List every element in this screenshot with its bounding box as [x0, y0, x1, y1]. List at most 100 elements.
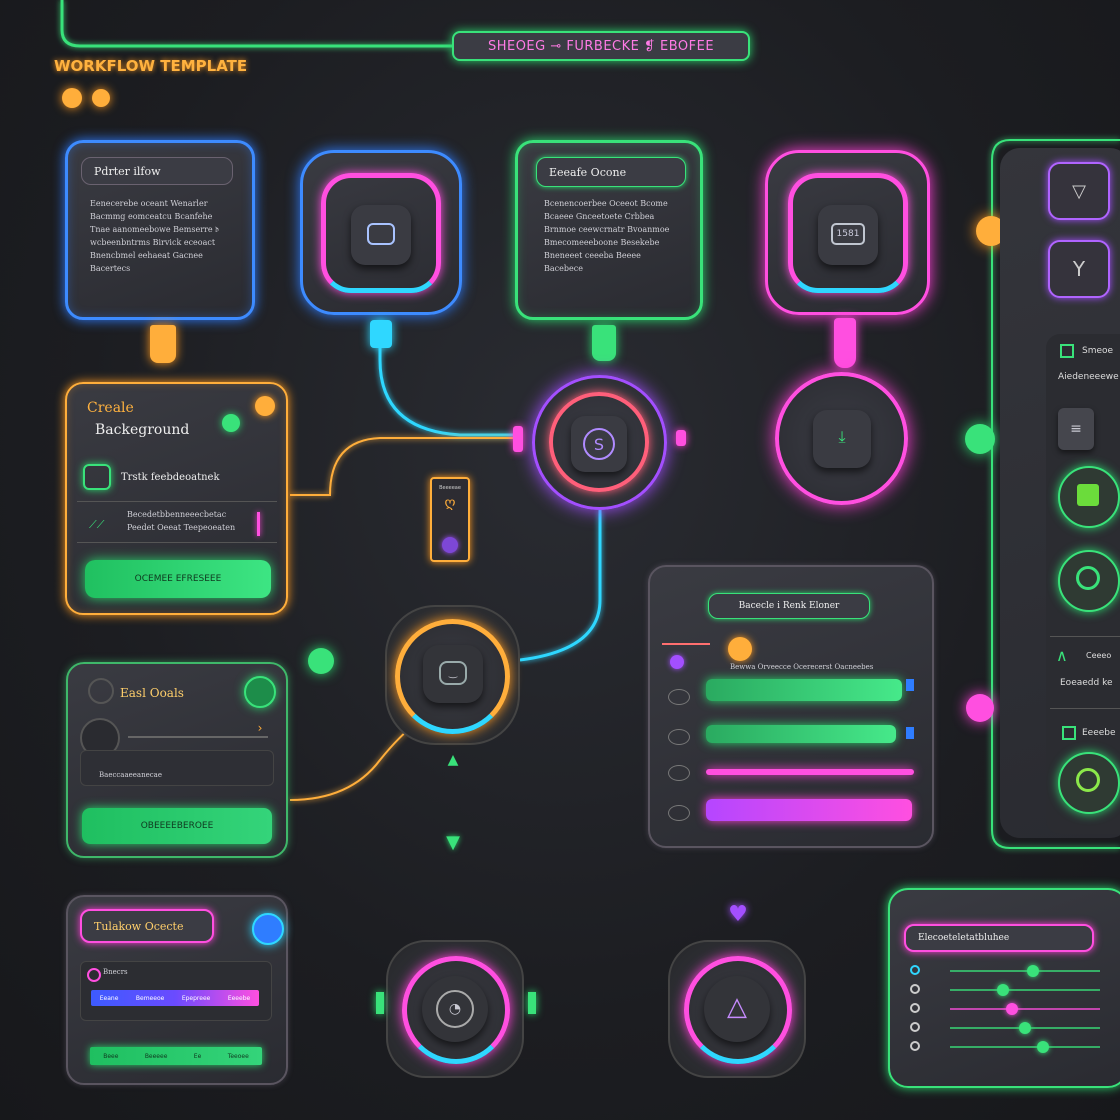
node-pink-circle[interactable]: ⤓ [775, 372, 908, 505]
chat-icon: ‿ [439, 661, 467, 685]
wand-icon: ⟋⟋ [89, 518, 105, 531]
node-pink-circle-button[interactable] [813, 410, 871, 468]
card-workflow-bottom[interactable]: Tulakow Ocecte Bnecrs Eeane Bemeeoe Epep… [66, 895, 288, 1085]
node-blue-button[interactable] [351, 205, 411, 265]
orange-connector-handle-2[interactable] [92, 89, 110, 107]
node-bottom-right-button[interactable] [704, 976, 770, 1042]
right-check-icon-2 [1062, 726, 1076, 740]
filter-button-2[interactable]: Y [1048, 240, 1110, 298]
row3-green-bar[interactable] [706, 725, 896, 743]
right-green-button-3[interactable] [1058, 752, 1120, 814]
card-blue-line: Bnencbmel eehaeat Gacnee [90, 251, 203, 260]
right-label-2: Aiedeneeewe [1058, 372, 1119, 382]
slider-knob[interactable] [1019, 1022, 1031, 1034]
green-row-cell: Beee [103, 1052, 119, 1060]
green-connector-left[interactable] [308, 648, 334, 674]
row2-handle[interactable] [668, 689, 690, 705]
blue-row-cell: Epepreee [181, 994, 211, 1002]
green-status-icon[interactable] [244, 676, 276, 708]
card-workflow-green[interactable]: Eeeafe Ocone Bcenencoerbee Oceeot Bcome … [515, 140, 703, 320]
card-blue-body: Eenecerebe oceant Wenarler Bacmmg eomcea… [90, 197, 240, 275]
node-pink-button[interactable] [818, 205, 878, 265]
slider-track[interactable] [950, 989, 1100, 991]
mini-card[interactable]: Beeeeae ღ [430, 477, 470, 562]
slider-track[interactable] [950, 970, 1100, 972]
card-sliders[interactable]: Elecoeteletatbluhee [888, 888, 1120, 1088]
slider-icon [910, 965, 920, 975]
node-blue-square[interactable] [300, 150, 462, 315]
node-pink-square[interactable]: 1581 [765, 150, 930, 315]
rank-header: Bacecle i Renk Eloner [708, 593, 870, 619]
node-bottom-right[interactable]: △ [668, 940, 806, 1078]
settings-dot-icon[interactable] [255, 396, 275, 416]
blue-row-cell: Bemeeoe [135, 994, 165, 1002]
panel-rank-eloner[interactable]: Bacecle i Renk Eloner Bewwa Orveecce Oce… [648, 565, 934, 848]
slider-icon [910, 1022, 920, 1032]
chevron-up-icon: ∧ [1056, 646, 1068, 665]
green-square-icon [1077, 484, 1099, 506]
create-button[interactable]: OCEMEE EFRESEEE [85, 560, 271, 598]
node-center-circle[interactable]: S [532, 375, 667, 510]
create-button-label: OCEMEE EFRESEEE [134, 574, 222, 584]
circle-icon [88, 678, 114, 704]
pink-connector-left[interactable] [513, 426, 523, 452]
square-icon [367, 223, 395, 245]
workflow-title-text: Tulakow Ocecte [94, 919, 184, 933]
node-orange-ring [395, 619, 510, 734]
card-create-background[interactable]: Creale Backeground Trstk feebdeoatnek ⟋⟋… [65, 382, 288, 615]
checkbox-green[interactable] [83, 464, 111, 490]
right-divider-2 [1050, 708, 1120, 709]
row4-handle[interactable] [668, 765, 690, 781]
card-easl-goals[interactable]: Easl Ooals › Baeccaaeeanecae OBEEEEBEROE… [66, 662, 288, 858]
pink-connector-right[interactable] [676, 430, 686, 446]
slider-knob[interactable] [1026, 965, 1039, 977]
slider-track[interactable] [950, 1046, 1100, 1048]
slider-knob[interactable] [996, 984, 1009, 996]
right-green-button-2[interactable] [1058, 550, 1120, 612]
right-green-button-1[interactable] [1058, 466, 1120, 528]
easl-slider-track[interactable] [128, 736, 268, 738]
row3-handle[interactable] [668, 729, 690, 745]
card-workflow-blue[interactable]: Pdrter ilfow Eenecerebe oceant Wenarler … [65, 140, 255, 320]
title-pill-text: SHEOEG ⊸ FURBECKE ❡ EBOFEE [487, 38, 715, 54]
easl-button[interactable]: OBEEEEBEROEE [82, 808, 272, 844]
node-orange[interactable]: ‿ [385, 605, 520, 745]
green-bottom-connector-2[interactable] [528, 992, 536, 1014]
row5-pink-bar[interactable] [706, 799, 912, 821]
easl-sub-text: Baeccaaeeanecae [99, 771, 162, 779]
node-blue-inner-ring [321, 173, 441, 293]
blue-row[interactable]: Eeane Bemeeoe Epepreee Eeeebe [91, 990, 259, 1006]
pink-connector-dot-right[interactable] [966, 694, 994, 722]
doc-icon: ≡ [1070, 421, 1082, 437]
purple-dot-icon [442, 537, 458, 553]
card-green-line: Bneneeet ceeeba Beeee [544, 251, 641, 260]
row4-pink-bar[interactable] [706, 769, 914, 775]
green-row[interactable]: Beee Beeeee Ee Teeoee [90, 1047, 262, 1065]
title-pill[interactable]: SHEOEG ⊸ FURBECKE ❡ EBOFEE [452, 31, 750, 61]
arrow-up-icon: ▲ [447, 752, 459, 768]
slider-knob[interactable] [1037, 1041, 1049, 1053]
node-orange-button[interactable] [423, 645, 483, 703]
row-handle[interactable] [670, 655, 684, 669]
row5-handle[interactable] [668, 805, 690, 821]
download-icon: ⤓ [838, 427, 846, 446]
row2-green-bar[interactable] [706, 679, 902, 701]
triangle-icon: △ [727, 992, 747, 1022]
node-bottom-left-ring [402, 956, 510, 1064]
right-doc-button[interactable]: ≡ [1058, 408, 1094, 450]
node-bottom-left[interactable]: ◔ [386, 940, 524, 1078]
row1-line [662, 643, 710, 645]
green-bottom-connector-1[interactable] [376, 992, 384, 1014]
info-icon[interactable] [252, 913, 284, 945]
slider-knob[interactable] [1005, 1003, 1018, 1015]
easl-divider: Baeccaaeeanecae [80, 750, 274, 786]
create-row2-text1: Becedetbbenneeecbetac [127, 510, 227, 519]
filter-button-1[interactable]: ▽ [1048, 162, 1110, 220]
pink-tick [257, 512, 260, 536]
green-plug-bottom: ▼ [446, 831, 460, 853]
slider-track[interactable] [950, 1008, 1100, 1010]
chevron-right-icon: › [257, 721, 263, 735]
apple-icon [222, 414, 240, 432]
green-connector-dot[interactable] [965, 424, 995, 454]
orange-connector-handle[interactable] [62, 88, 82, 108]
